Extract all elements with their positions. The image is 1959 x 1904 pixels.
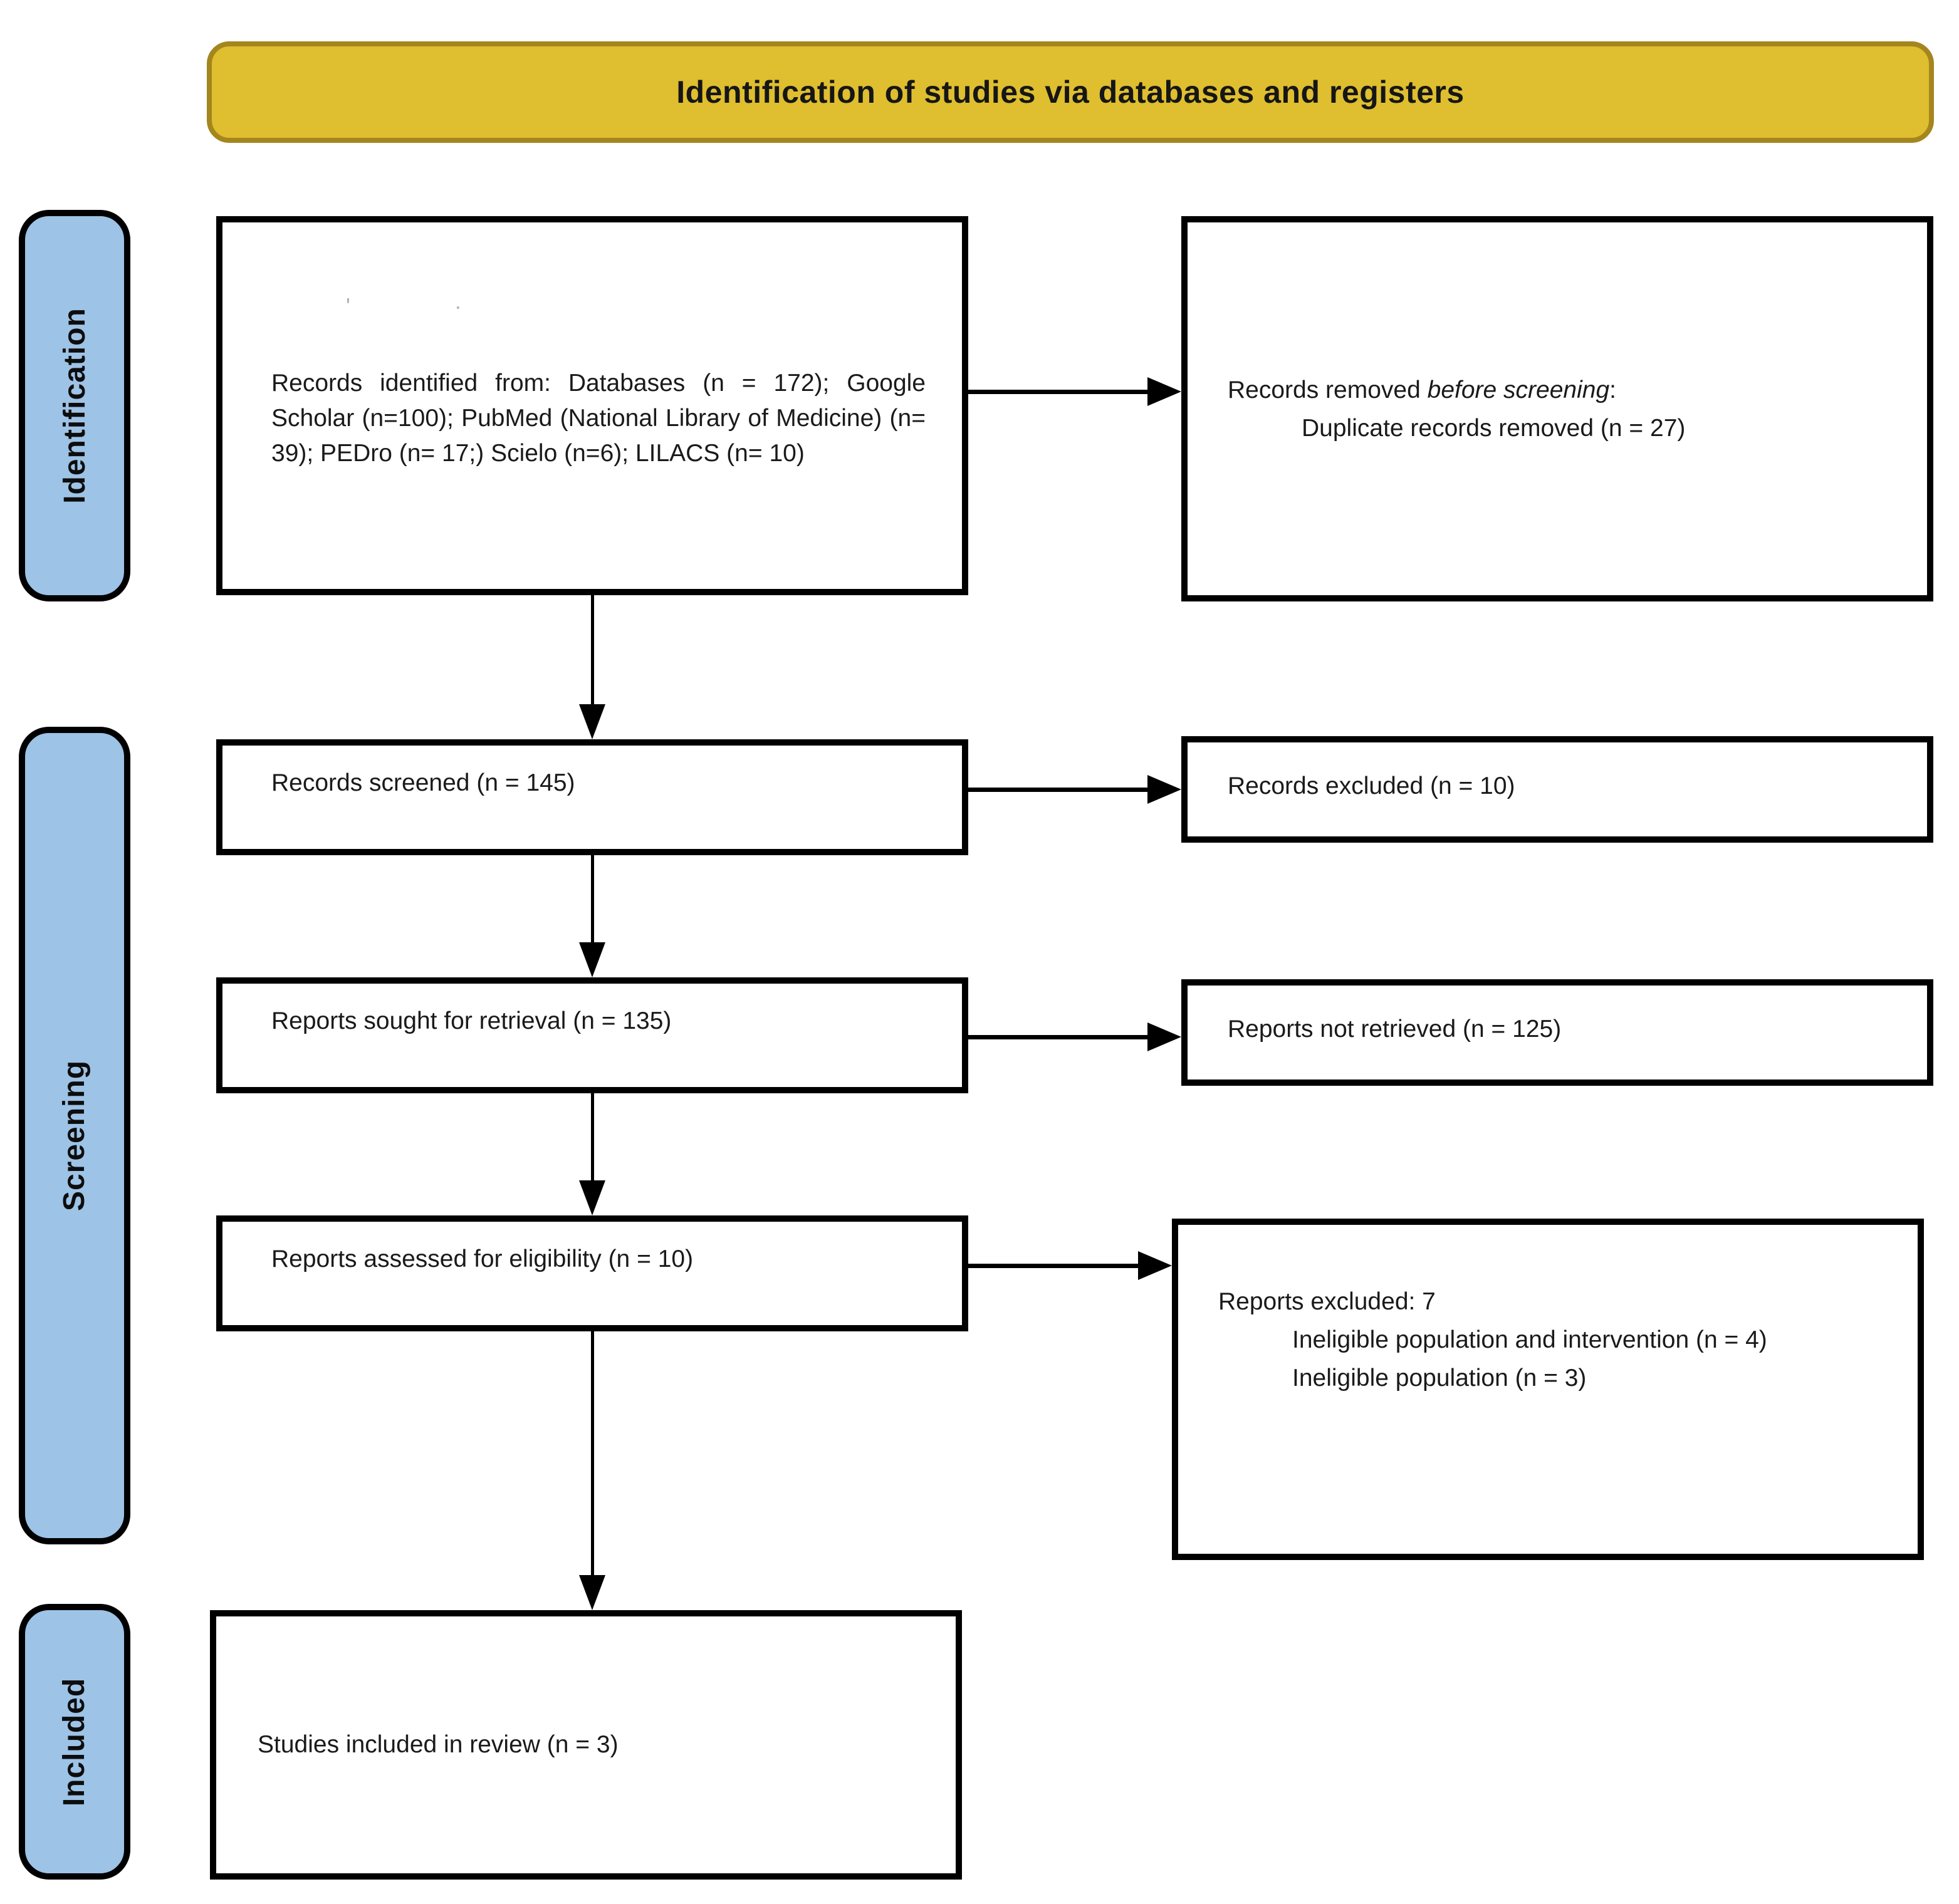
records-removed-suffix: : xyxy=(1609,376,1617,403)
arrow-screened-to-sought-head-icon xyxy=(579,942,605,977)
stage-label-screening: Screening xyxy=(19,727,130,1544)
arrow-identified-to-screened-line xyxy=(591,595,594,708)
records-screened-text: Records screened (n = 145) xyxy=(271,769,575,796)
arrow-assessed-to-included-head-icon xyxy=(579,1575,605,1610)
reports-sought-text: Reports sought for retrieval (n = 135) xyxy=(271,1007,672,1034)
stage-label-included-text: Included xyxy=(58,1677,91,1806)
box-reports-sought: Reports sought for retrieval (n = 135) xyxy=(216,977,968,1093)
arrow-identified-to-removed-line xyxy=(968,390,1149,394)
arrow-identified-to-removed-head-icon xyxy=(1147,377,1181,406)
diagram-title: Identification of studies via databases … xyxy=(676,75,1465,110)
studies-included-text: Studies included in review (n = 3) xyxy=(258,1731,619,1758)
box-records-screened: Records screened (n = 145) xyxy=(216,739,968,855)
box-reports-not-retrieved: Reports not retrieved (n = 125) xyxy=(1181,979,1933,1086)
arrow-sought-to-notretrieved-line xyxy=(968,1035,1149,1039)
reports-excluded-reason-1: Ineligible population and intervention (… xyxy=(1292,1326,1767,1353)
arrow-identified-to-screened-head-icon xyxy=(579,704,605,739)
reports-not-retrieved-text: Reports not retrieved (n = 125) xyxy=(1228,1016,1562,1043)
box-studies-included: Studies included in review (n = 3) xyxy=(210,1610,962,1880)
arrow-assessed-to-included-line xyxy=(591,1331,594,1577)
scan-artifact-marks: ' · xyxy=(346,293,511,319)
arrow-assessed-to-reportsexcluded-head-icon xyxy=(1138,1251,1172,1280)
records-removed-italic: before screening xyxy=(1427,376,1610,403)
arrow-screened-to-sought-line xyxy=(591,855,594,944)
box-reports-assessed: Reports assessed for eligibility (n = 10… xyxy=(216,1215,968,1331)
arrow-sought-to-notretrieved-head-icon xyxy=(1147,1022,1181,1051)
reports-excluded-title: Reports excluded: 7 xyxy=(1218,1288,1436,1315)
arrow-screened-to-excluded-head-icon xyxy=(1147,775,1181,804)
records-removed-line: Records removed before screening: xyxy=(1228,371,1902,409)
diagram-title-banner: Identification of studies via databases … xyxy=(207,41,1934,143)
stage-label-identification-text: Identification xyxy=(58,308,91,504)
box-records-removed: Records removed before screening: Duplic… xyxy=(1181,216,1933,601)
box-records-excluded: Records excluded (n = 10) xyxy=(1181,736,1933,843)
stage-label-included: Included xyxy=(19,1604,130,1880)
stage-label-screening-text: Screening xyxy=(58,1059,91,1212)
reports-assessed-text: Reports assessed for eligibility (n = 10… xyxy=(271,1246,694,1272)
records-excluded-text: Records excluded (n = 10) xyxy=(1228,773,1515,799)
arrow-sought-to-assessed-line xyxy=(591,1093,594,1182)
records-removed-prefix: Records removed xyxy=(1228,376,1428,403)
records-identified-text: Records identified from: Databases (n = … xyxy=(271,369,926,467)
box-reports-excluded: Reports excluded: 7 Ineligible populatio… xyxy=(1172,1219,1924,1560)
arrow-assessed-to-reportsexcluded-line xyxy=(965,1264,1139,1268)
arrow-sought-to-assessed-head-icon xyxy=(579,1180,605,1215)
reports-excluded-reason-2: Ineligible population (n = 3) xyxy=(1292,1365,1587,1392)
arrow-screened-to-excluded-line xyxy=(968,788,1149,792)
stage-label-identification: Identification xyxy=(19,210,130,601)
box-records-identified: Records identified from: Databases (n = … xyxy=(216,216,968,595)
records-removed-detail: Duplicate records removed (n = 27) xyxy=(1302,414,1686,442)
